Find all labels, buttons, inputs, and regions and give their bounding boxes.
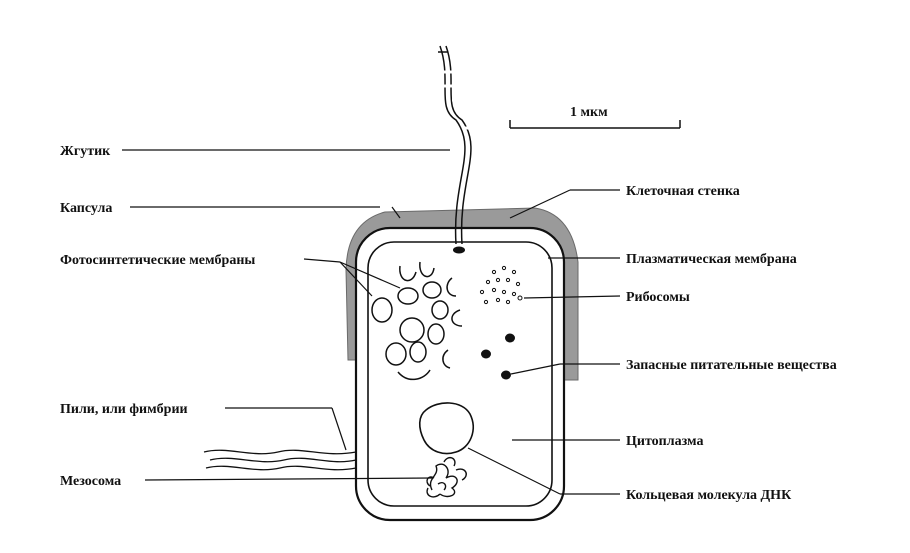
pili [203, 449, 357, 471]
label-plasma-membrane: Плазматическая мембрана [626, 252, 797, 267]
scale-bar [509, 120, 681, 129]
label-photosynthetic-membranes: Фотосинтетические мембраны [60, 253, 255, 268]
storage-granules [481, 333, 515, 380]
label-cell-wall: Клеточная стенка [626, 184, 740, 199]
cell-wall [354, 226, 566, 522]
basal-body [453, 246, 465, 254]
scale-bar-label: 1 мкм [570, 105, 608, 120]
plasma-membrane [367, 241, 553, 507]
label-pili: Пили, или фимбрии [60, 402, 188, 417]
flagellum [438, 45, 472, 245]
photosynthetic-membranes [371, 261, 463, 381]
label-ribosomes: Рибосомы [626, 290, 690, 305]
label-flagellum: Жгутик [60, 144, 111, 159]
label-storage: Запасные питательные вещества [626, 358, 837, 373]
ribosomes [479, 265, 523, 305]
label-dna: Кольцевая молекула ДНК [626, 488, 792, 503]
label-mesosome: Мезосома [60, 474, 121, 489]
label-capsule: Капсула [60, 201, 112, 216]
dna-nucleoid [418, 402, 474, 455]
mesosome [426, 456, 467, 498]
label-cytoplasm: Цитоплазма [626, 434, 703, 449]
flagellum-dashes [442, 70, 480, 130]
leader-lines [122, 149, 621, 495]
